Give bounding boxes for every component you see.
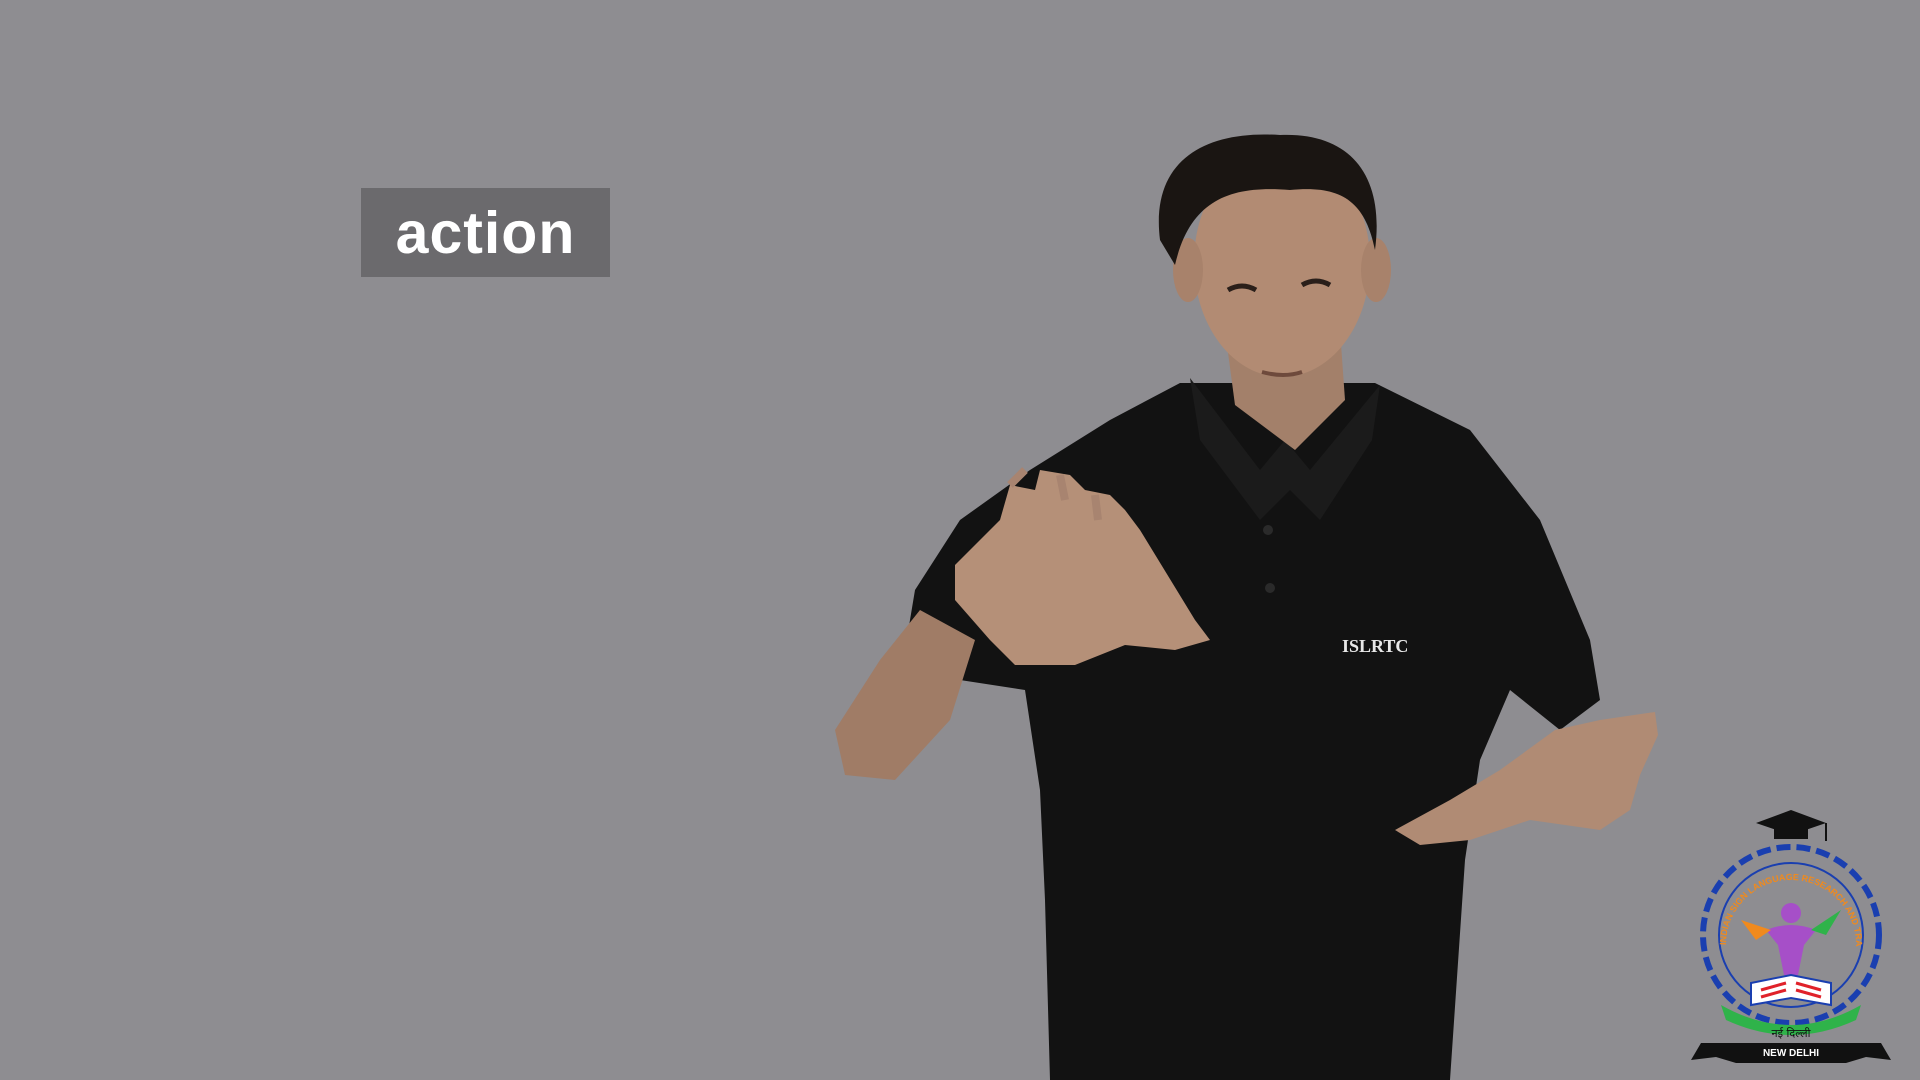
left-hand [955,470,1210,665]
hair [1158,134,1377,265]
shirt-collar [1190,378,1380,520]
gear-icon [1700,844,1882,1026]
sign-word-caption: action [361,188,610,277]
right-hand [1395,712,1658,845]
book-icon [1750,973,1832,1007]
graduation-cap-icon [1756,810,1826,835]
svg-text:नई दिल्ली: नई दिल्ली [1772,1027,1811,1040]
ribbon [1691,1043,1891,1063]
islrtc-logo: INDIAN SIGN LANGUAGE RESEARCH AND TRAINI… [1686,805,1891,1063]
svg-text:NEW DELHI: NEW DELHI [1763,1048,1819,1059]
face [1194,147,1370,377]
shirt-logo-text: ISLRTC [1342,636,1408,656]
left-arm [835,610,975,780]
